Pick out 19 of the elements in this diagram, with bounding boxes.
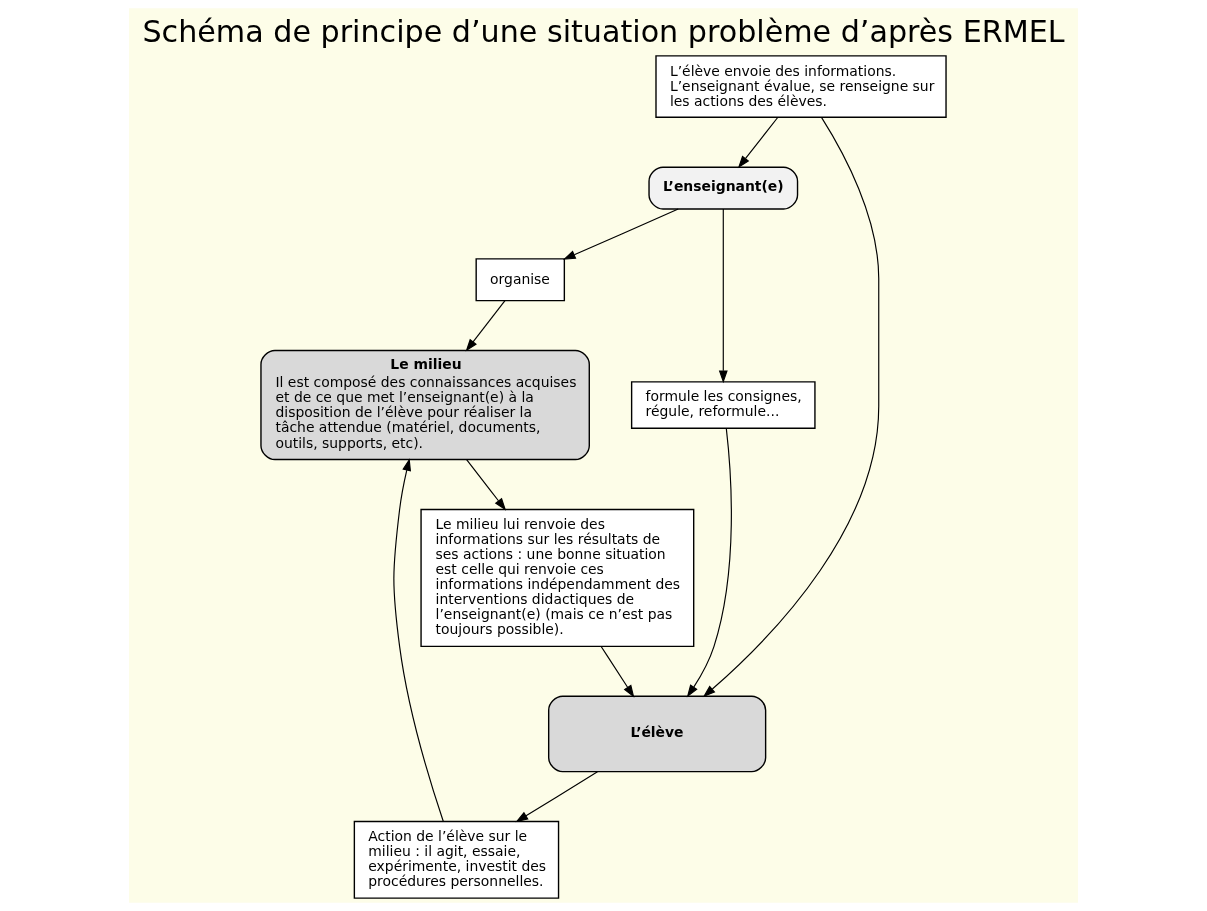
arrow bbox=[600, 645, 635, 698]
arrow bbox=[737, 116, 779, 169]
node-box: Action de l’élève sur le milieu : il agit, essaie, expérimente, investit des procédures personnelles. bbox=[353, 820, 560, 899]
arrow bbox=[686, 427, 732, 698]
arrow bbox=[393, 458, 444, 822]
node-box: L’enseignant(e) bbox=[648, 166, 799, 210]
arrow bbox=[466, 459, 507, 511]
arrow bbox=[515, 771, 599, 823]
arrow bbox=[702, 117, 880, 698]
diagram-title: Schéma de principe d’une situation problème d’après ERMEL bbox=[142, 13, 1065, 49]
arrow bbox=[465, 300, 506, 352]
node-box: Le milieu lui renvoie des informations sur les résultats de ses actions : une bonne situation est celle qui renvoie ces informations indépendamment des interventions didactiques de l’enseignant(e) (mais ce n’est pas toujours possible). bbox=[420, 508, 695, 648]
node-box: formule les consignes, régule, reformule... bbox=[630, 381, 816, 429]
node-box: organise bbox=[475, 258, 566, 302]
node-box: L’élève envoie des informations. L’enseignant évalue, se renseigne sur les actions des élèves. bbox=[655, 55, 947, 118]
node-box: Le milieu Il est composé des connaissances acquises et de ce que met l’enseignant(e) à la disposition de l’élève pour réaliser la tâche attendue (matériel, documents, outils, supports, etc). bbox=[260, 349, 590, 461]
arrow bbox=[718, 208, 728, 384]
arrow bbox=[562, 208, 679, 260]
node-box: L’élève bbox=[548, 695, 767, 773]
